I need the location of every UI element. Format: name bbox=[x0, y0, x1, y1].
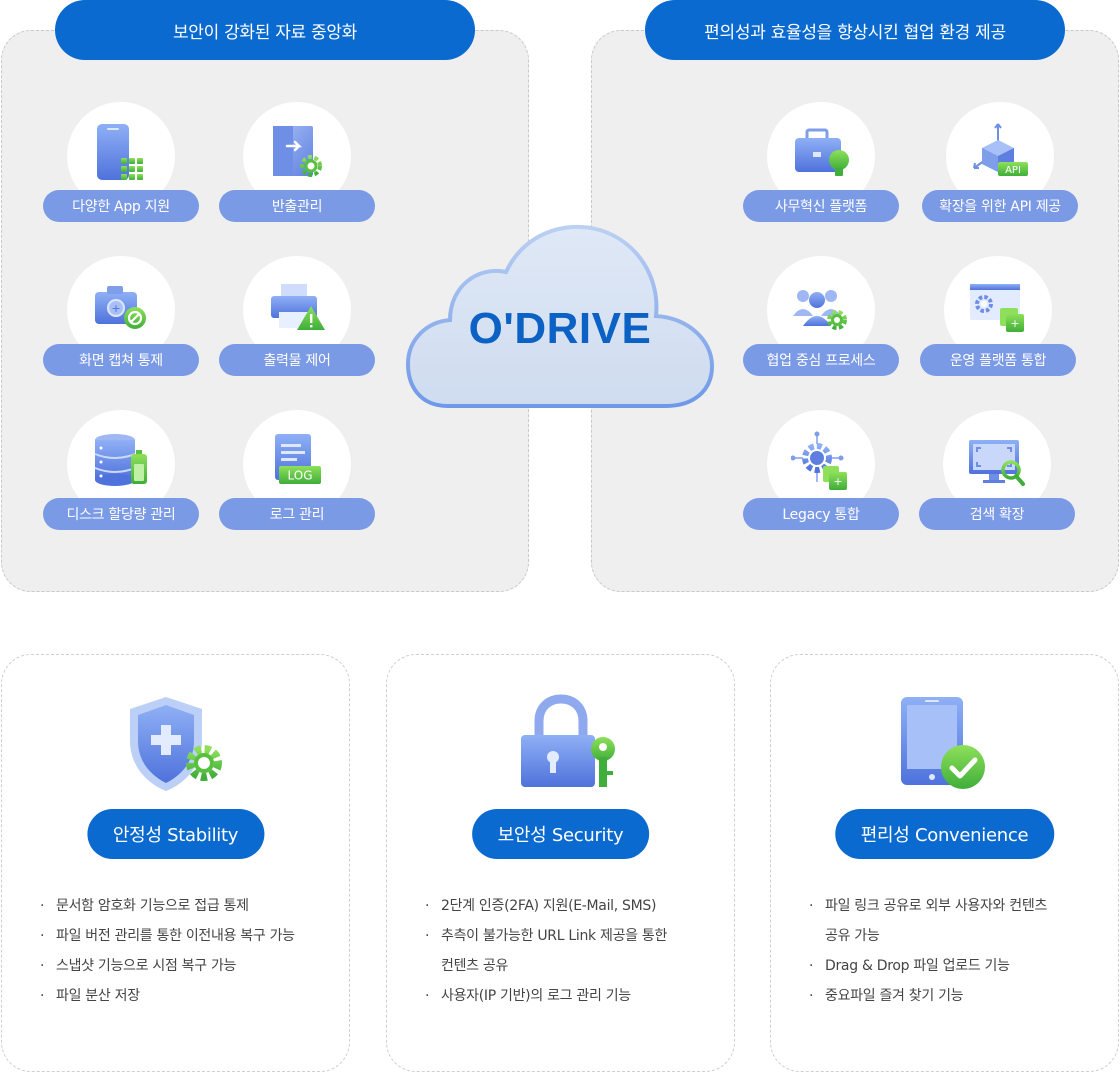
security-bullets: 2단계 인증(2FA) 지원(E-Mail, SMS) 추측이 불가능한 URL… bbox=[423, 891, 723, 1011]
stability-card: 안정성 Stability 문서함 암호화 기능으로 접급 통제 파일 버전 관… bbox=[1, 654, 350, 1072]
feature-label: 검색 확장 bbox=[919, 498, 1075, 530]
printer-warning-icon bbox=[271, 284, 325, 330]
database-battery-icon bbox=[94, 434, 147, 486]
feature-export-control: 반출관리 bbox=[219, 102, 375, 222]
list-item: 스냅샷 기능으로 시점 복구 가능 bbox=[38, 951, 338, 981]
convenience-card: 편리성 Convenience 파일 링크 공유로 외부 사용자와 컨텐츠 공유… bbox=[770, 654, 1119, 1072]
mobile-apps-icon bbox=[97, 124, 143, 180]
feature-search-extension: 검색 확장 bbox=[919, 410, 1075, 530]
feature-label: 사무혁신 플랫폼 bbox=[743, 190, 899, 222]
list-item-continuation: 공유 가능 bbox=[825, 928, 880, 944]
svg-text:+: + bbox=[111, 302, 120, 315]
security-card: 보안성 Security 2단계 인증(2FA) 지원(E-Mail, SMS)… bbox=[386, 654, 735, 1072]
stability-bullets: 문서함 암호화 기능으로 접급 통제 파일 버전 관리를 통한 이전내용 복구 … bbox=[38, 891, 338, 1011]
feature-label: Legacy 통합 bbox=[743, 498, 899, 530]
list-item: 공유 가능 bbox=[807, 921, 1107, 951]
list-item: 중요파일 즐겨 찾기 기능 bbox=[807, 981, 1107, 1011]
stability-title: 안정성 Stability bbox=[86, 809, 265, 859]
feature-legacy-integration: + Legacy 통합 bbox=[743, 410, 899, 530]
monitor-search-icon bbox=[969, 440, 1025, 486]
feature-screen-capture: + 화면 캡쳐 통제 bbox=[43, 256, 199, 376]
svg-text:+: + bbox=[833, 475, 842, 488]
odrive-cloud: O'DRIVE bbox=[404, 216, 716, 412]
feature-label: 운영 플랫폼 통합 bbox=[920, 344, 1076, 376]
security-title: 보안성 Security bbox=[471, 809, 650, 859]
list-item: 파일 분산 저장 bbox=[38, 981, 338, 1011]
feature-label: 출력물 제어 bbox=[219, 344, 375, 376]
feature-collab-process: 협업 중심 프로세스 bbox=[743, 256, 899, 376]
team-gear-icon bbox=[793, 290, 847, 330]
list-item: 2단계 인증(2FA) 지원(E-Mail, SMS) bbox=[423, 891, 723, 921]
feature-label: 디스크 할당량 관리 bbox=[43, 498, 199, 530]
log-document-icon: LOG bbox=[275, 434, 321, 484]
feature-label: 협업 중심 프로세스 bbox=[743, 344, 899, 376]
log-badge: LOG bbox=[287, 469, 312, 483]
feature-api: API 확장을 위한 API 제공 bbox=[922, 102, 1078, 222]
list-item-continuation: 컨텐츠 공유 bbox=[441, 958, 509, 974]
convenience-bullets: 파일 링크 공유로 외부 사용자와 컨텐츠 공유 가능 Drag & Drop … bbox=[807, 891, 1107, 1011]
feature-multi-app: 다양한 App 지원 bbox=[43, 102, 199, 222]
feature-label: 화면 캡쳐 통제 bbox=[43, 344, 199, 376]
feature-print-control: 출력물 제어 bbox=[219, 256, 375, 376]
feature-label: 로그 관리 bbox=[219, 498, 375, 530]
feature-label: 반출관리 bbox=[219, 190, 375, 222]
window-integration-icon: + bbox=[970, 284, 1024, 332]
legacy-gear-icon: + bbox=[791, 431, 847, 490]
shield-gear-icon bbox=[130, 697, 222, 791]
feature-office-innovation: 사무혁신 플랫폼 bbox=[743, 102, 899, 222]
cloud-icon bbox=[405, 225, 715, 408]
odrive-logo: O'DRIVE bbox=[468, 304, 652, 353]
briefcase-bulb-icon bbox=[795, 128, 849, 176]
api-badge: API bbox=[1005, 165, 1021, 176]
list-item: 파일 링크 공유로 외부 사용자와 컨텐츠 bbox=[807, 891, 1107, 921]
lock-key-icon bbox=[521, 694, 615, 787]
export-gear-icon bbox=[273, 126, 322, 177]
list-item: 추측이 불가능한 URL Link 제공을 통한 bbox=[423, 921, 723, 951]
camera-block-icon: + bbox=[95, 286, 146, 329]
tablet-check-icon bbox=[901, 697, 985, 789]
list-item: 파일 버전 관리를 통한 이전내용 복구 가능 bbox=[38, 921, 338, 951]
feature-label: 확장을 위한 API 제공 bbox=[922, 190, 1078, 222]
feature-platform-integration: + 운영 플랫폼 통합 bbox=[920, 256, 1076, 376]
collaboration-panel-title: 편의성과 효율성을 향상시킨 협업 환경 제공 bbox=[645, 0, 1065, 60]
list-item: Drag & Drop 파일 업로드 기능 bbox=[807, 951, 1107, 981]
list-item: 컨텐츠 공유 bbox=[423, 951, 723, 981]
security-panel-title: 보안이 강화된 자료 중앙화 bbox=[55, 0, 475, 60]
feature-label: 다양한 App 지원 bbox=[43, 190, 199, 222]
list-item: 사용자(IP 기반)의 로그 관리 기능 bbox=[423, 981, 723, 1011]
feature-log-management: LOG 로그 관리 bbox=[219, 410, 375, 530]
feature-disk-quota: 디스크 할당량 관리 bbox=[43, 410, 199, 530]
api-cube-icon: API bbox=[973, 123, 1028, 176]
convenience-title: 편리성 Convenience bbox=[834, 809, 1055, 859]
svg-text:+: + bbox=[1010, 317, 1019, 330]
list-item: 문서함 암호화 기능으로 접급 통제 bbox=[38, 891, 338, 921]
